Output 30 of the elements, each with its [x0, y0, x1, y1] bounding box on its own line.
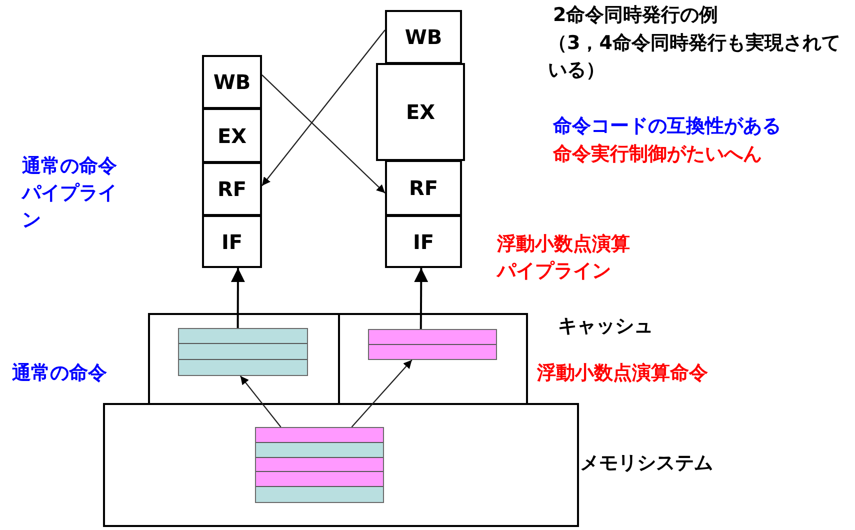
note-text: 命令コードの互換性がある — [553, 114, 782, 139]
system-box — [338, 313, 528, 405]
arrow — [414, 268, 428, 329]
arrow — [230, 268, 245, 328]
pipeline-stage-box: RF — [202, 162, 262, 216]
instruction-label: 浮動小数点演算命令 — [537, 361, 709, 386]
heading-text: 2命令同時発行の例 — [553, 3, 720, 28]
component-label: メモリシステム — [580, 451, 714, 476]
arrow — [240, 376, 282, 428]
instruction-stack — [368, 329, 497, 360]
component-label: キャッシュ — [558, 314, 654, 339]
system-box — [103, 403, 579, 527]
arrow — [351, 360, 412, 428]
note-text: （3，4命令同時発行も実現されている） — [548, 31, 842, 83]
note-text: 命令実行制御がたいへん — [553, 142, 763, 167]
arrow — [262, 30, 386, 186]
pipeline-label: 通常の命令パイプライン — [22, 154, 118, 233]
arrow — [262, 74, 386, 194]
pipeline-stage-box: RF — [385, 160, 462, 216]
instruction-label: 通常の命令 — [12, 361, 108, 386]
pipeline-stage-box: IF — [202, 215, 262, 268]
pipeline-stage-box: IF — [385, 215, 462, 268]
instruction-stack — [178, 328, 308, 376]
pipeline-stage-box: WB — [202, 55, 262, 109]
instruction-stack — [255, 427, 384, 503]
pipeline-stage-box: WB — [385, 10, 462, 64]
pipeline-stage-box: EX — [202, 108, 262, 163]
pipeline-stage-box: EX — [376, 63, 465, 161]
system-box — [148, 313, 340, 405]
pipeline-label: 浮動小数点演算パイプライン — [497, 232, 631, 284]
